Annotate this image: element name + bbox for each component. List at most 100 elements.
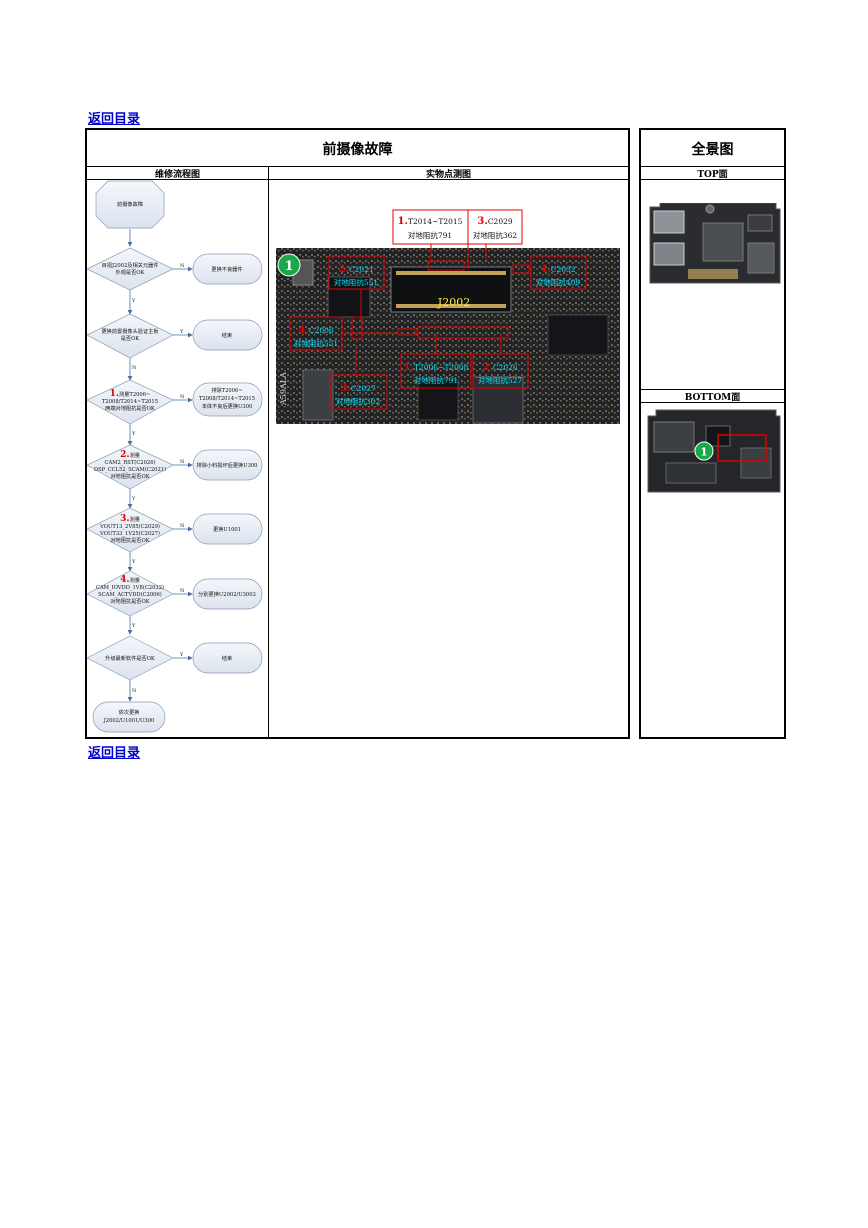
callout-box-c2032 [530, 255, 587, 290]
d6-line3: SCAM_ACTVDD(C2006) [98, 591, 162, 598]
r4-label: 排除小料损坏后更换U300 [197, 461, 258, 469]
r1-label: 更换不良器件 [211, 265, 242, 273]
yes-label-4: Y [131, 431, 136, 437]
callout-num-c2026: 2. [482, 362, 492, 373]
callout-box-c2021 [328, 255, 385, 290]
result-replace-part [192, 253, 263, 285]
callout-box-c2029 [467, 209, 523, 245]
d7-line1: 升级最新软件是否OK [105, 654, 155, 662]
callout-value-c2032: 对地阻抗409 [536, 277, 581, 287]
callout-part-t2006: T2006~T2008 [414, 363, 469, 372]
connector-label: J2002 [437, 296, 470, 309]
svg-text:4.C2032: 4.C2032 [540, 264, 576, 275]
callout-box-c2027 [329, 374, 388, 410]
bottom-location-marker [694, 441, 714, 461]
callout-num-c2021: 2. [338, 264, 348, 275]
back-to-contents-link-top[interactable]: 返回目录 [88, 112, 141, 127]
bottom-highlight-box [717, 434, 767, 462]
d3-line1: 1.测量T2006~ [110, 389, 151, 399]
d2-line1: 更换前置摄像头验证主板 [101, 327, 159, 335]
decision-upgrade-software [86, 635, 174, 681]
callout-num-t2006: 1. [404, 362, 414, 373]
svg-text:3.C2029: 3.C2029 [477, 216, 513, 227]
flow-column-header: 维修流程图 [154, 169, 200, 180]
r6-label: 分别更换U2002/U3003 [198, 590, 256, 598]
chip-marking: A59ALA [279, 372, 288, 406]
callout-part-c2029: C2029 [488, 217, 513, 226]
end-line2: J2002/U1001/U300 [103, 718, 155, 724]
d5-line4: 对地阻抗是否OK [110, 536, 149, 544]
svg-text:1.T2014~T2015: 1.T2014~T2015 [398, 216, 463, 227]
svg-text:4.C2006: 4.C2006 [298, 325, 334, 336]
end-line1: 依次更换 [119, 708, 141, 716]
no-label-1: N [180, 263, 185, 269]
result-replace-u300 [192, 382, 263, 417]
yes-label-2: Y [179, 652, 184, 658]
callout-part-c2032: C2032 [551, 265, 576, 274]
pcb-measurement-photo: J2002 A59ALA 1 1.T2014~T2015 对地阻抗791 3.C… [276, 209, 620, 424]
callout-value-c2027: 对地阻抗362 [336, 396, 381, 406]
no-label-5: N [180, 588, 185, 594]
d6-line4: 对地阻抗是否OK [110, 597, 149, 605]
svg-text:1.T2006~T2008: 1.T2006~T2008 [404, 362, 469, 373]
yes-label-7: Y [131, 623, 136, 629]
d3-line2: T2008/T2014~T2015 [102, 399, 158, 405]
callout-num-c2027: 3. [340, 383, 350, 394]
svg-text:2.C2021: 2.C2021 [338, 264, 373, 275]
decision-measure-t2006 [86, 379, 174, 425]
d4-line2: CAM2_RST(C2026) [104, 459, 155, 466]
location-marker-label: 1 [284, 259, 293, 274]
decision-measure-c2032 [86, 570, 174, 617]
d6-line2: CAM_IOVDD_1V8(C2032) [96, 584, 164, 591]
d4-line4: 对地阻抗是否OK [110, 472, 149, 480]
bottom-side-label: BOTTOM面 [684, 392, 741, 403]
top-side-label: TOP面 [697, 169, 728, 180]
callout-part-c2021: C2021 [349, 265, 374, 274]
d4-line3: DSP_CCL52_SCAM(C2021) [94, 466, 166, 473]
svg-text:2.C2026: 2.C2026 [482, 362, 518, 373]
start-node [95, 180, 165, 229]
d5-line1: 3.测量 [120, 514, 140, 524]
photo-column-header: 实物点测图 [425, 169, 471, 180]
d3-line3: 两端对地阻抗是否OK [105, 404, 155, 412]
d1-line1: 目视J2002及相关元器件 [102, 261, 159, 269]
result-replace-u300-b [192, 449, 263, 481]
callout-part-c2027: C2027 [351, 384, 376, 393]
chip-shield [472, 376, 524, 424]
bottom-location-marker-label: 1 [700, 446, 708, 459]
decision-measure-c2029 [86, 507, 174, 553]
d5-line3: VOUT33_1V25(C2027) [99, 530, 160, 537]
callout-value-c2006: 对地阻抗551 [294, 338, 338, 348]
panorama-table: 全景图 TOP面 BOTTOM面 [639, 128, 786, 739]
yes-label-5: Y [131, 496, 136, 502]
yes-label-6: Y [131, 559, 136, 565]
d1-line2: 外观是否OK [116, 268, 145, 276]
no-label-7: N [132, 688, 137, 694]
callout-value-t2014: 对地阻抗791 [408, 230, 452, 240]
d6-line1: 4.测量 [120, 575, 140, 585]
result-end-2 [192, 642, 263, 674]
yes-label-1: Y [179, 329, 184, 335]
back-to-contents-link-bottom[interactable]: 返回目录 [88, 746, 141, 761]
no-label-4: N [180, 523, 185, 529]
r5-label: 更换U1001 [213, 525, 241, 533]
top-side-board-image [648, 203, 782, 288]
repair-flowchart: 前摄像故障 目视J2002及相关元器件 外观是否OK 更换前置摄像头验证主板 是… [86, 180, 263, 733]
callout-value-c2021: 对地阻抗551 [334, 277, 378, 287]
callout-value-t2006: 对地阻抗791 [414, 375, 458, 385]
main-table: 前摄像故障 维修流程图 实物点测图 [85, 128, 630, 739]
svg-text:3.C2027: 3.C2027 [340, 383, 376, 394]
d4-line1: 2.测量 [120, 450, 140, 460]
yes-label-3: Y [131, 298, 136, 304]
callout-value-c2026: 对地阻抗527 [478, 375, 523, 385]
r7-label: 结束 [222, 654, 232, 662]
decision-visual-check [86, 247, 174, 291]
no-label-6: N [132, 365, 137, 371]
chip-a59ala [302, 369, 334, 421]
callout-num-c2032: 4. [540, 264, 550, 275]
callout-part-c2006: C2006 [309, 326, 334, 335]
callout-num-t2014: 1. [398, 216, 408, 227]
result-replace-u1001 [192, 513, 263, 545]
callout-num-c2029: 3. [477, 216, 487, 227]
chip-left [327, 276, 371, 318]
